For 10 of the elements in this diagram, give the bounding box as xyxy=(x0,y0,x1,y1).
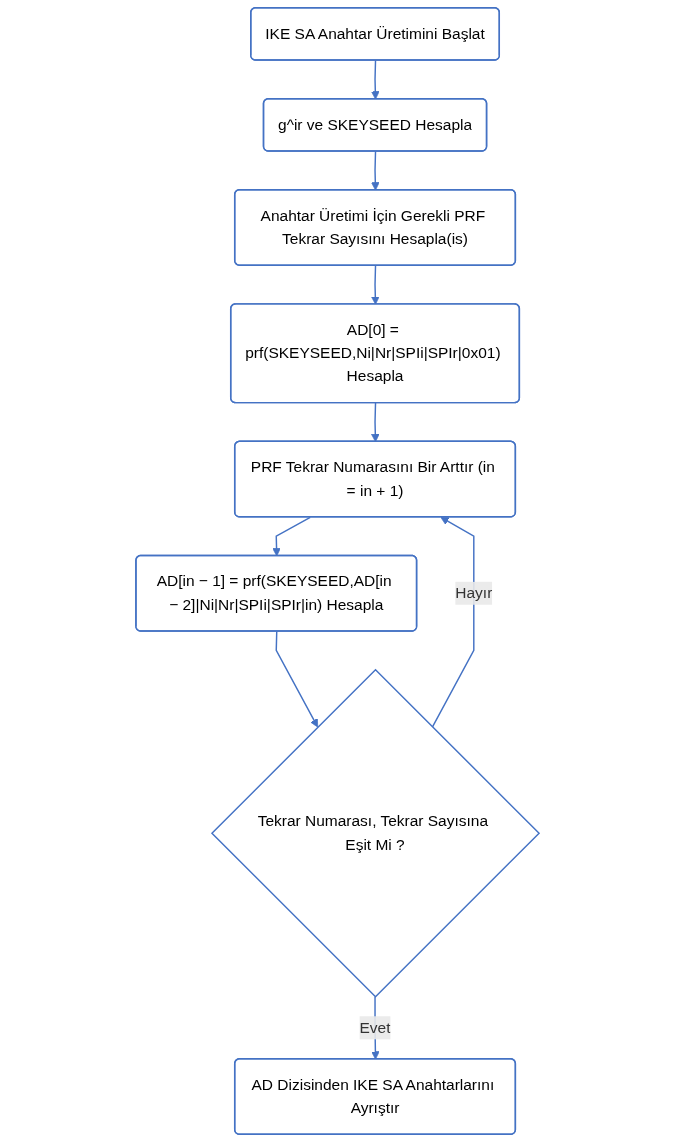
arrow xyxy=(371,264,380,305)
arrow xyxy=(371,402,380,443)
arrow xyxy=(371,150,380,191)
arrow xyxy=(272,516,311,557)
edge-label: Hayır xyxy=(455,584,493,601)
arrow xyxy=(431,516,475,728)
edge-label: Evet xyxy=(359,1019,391,1036)
arrow xyxy=(371,59,380,100)
node-diamond: Tekrar Numarası, Tekrar Sayısına Eşit Mi ? xyxy=(210,668,541,998)
arrow xyxy=(275,630,319,728)
